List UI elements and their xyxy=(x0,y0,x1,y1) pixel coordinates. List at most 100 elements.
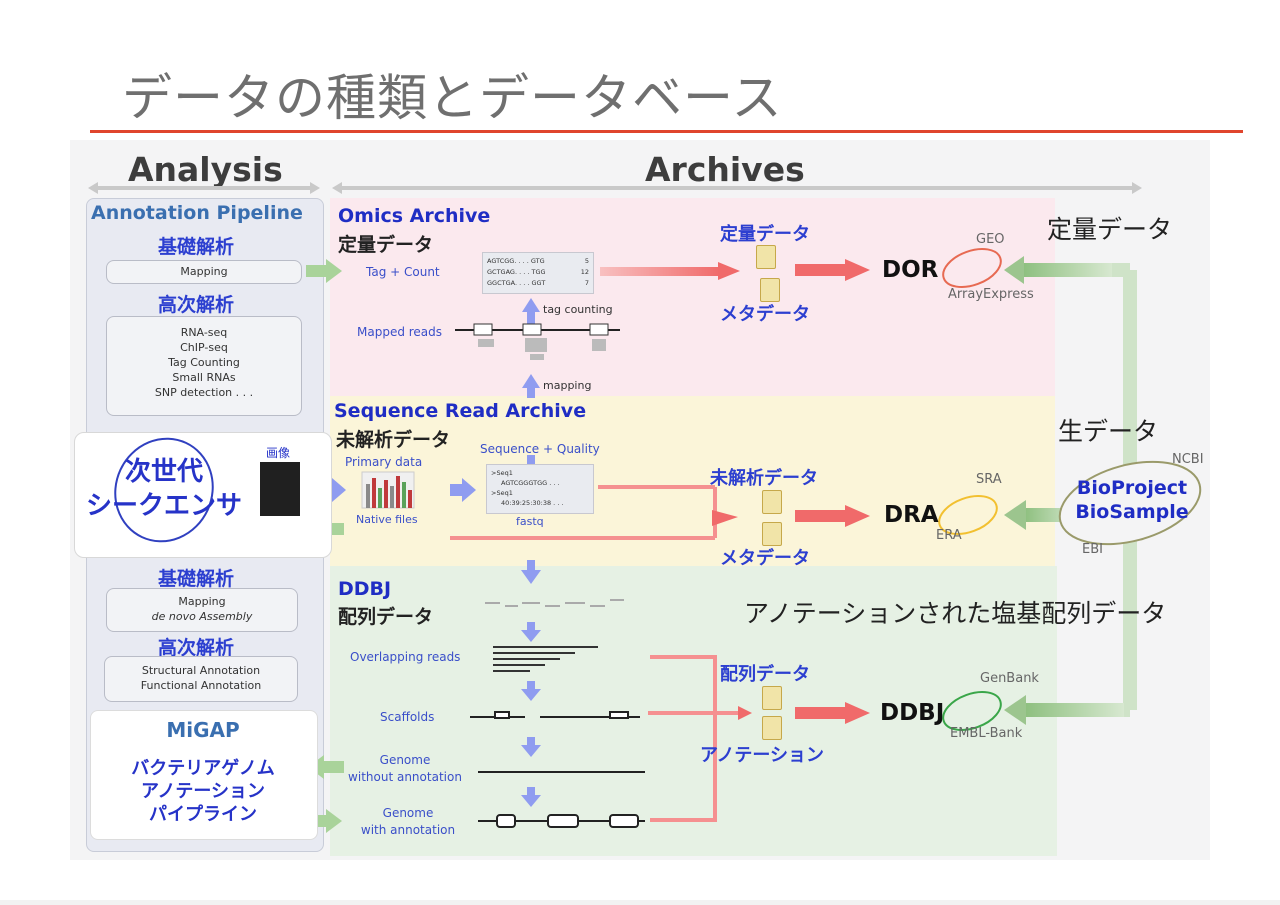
advanced-item: ChIP-seq xyxy=(180,341,228,354)
archives-header-arrow xyxy=(332,182,1142,194)
ncbi-label: NCBI xyxy=(1172,452,1204,467)
footer-strip xyxy=(0,900,1280,905)
migap-title: MiGAP xyxy=(166,718,240,742)
fastq-label: fastq xyxy=(516,515,544,528)
document-stack-icon xyxy=(762,522,782,546)
overlapping-reads-label: Overlapping reads xyxy=(350,650,461,664)
quantitative-note: 定量データ xyxy=(1047,215,1173,244)
title-rule xyxy=(90,130,1243,133)
migap-line: アノテーション xyxy=(140,781,266,802)
document-stack-icon xyxy=(760,278,780,302)
basic-analysis-heading-2: 基礎解析 xyxy=(158,568,235,590)
tag-count-label: Tag + Count xyxy=(366,265,440,279)
ddbj-ring xyxy=(942,691,1002,731)
image-label: 画像 xyxy=(266,446,291,460)
omics-meta-label: メタデータ xyxy=(720,304,810,325)
advanced-analysis-heading: 高次解析 xyxy=(158,294,235,316)
genbank-label: GenBank xyxy=(980,671,1039,686)
ddbj-annotation-label: アノテーション xyxy=(700,745,825,766)
red-arrow-dra xyxy=(795,505,870,527)
ddbj-db-label: DDBJ xyxy=(880,700,945,726)
omics-subtitle: 定量データ xyxy=(338,234,434,256)
sra-title: Sequence Read Archive xyxy=(334,400,587,422)
pipeline-title: Annotation Pipeline xyxy=(91,202,303,224)
dor-ring xyxy=(942,248,1002,288)
basic-analysis-heading: 基礎解析 xyxy=(158,236,235,258)
annotated-sequence-note: アノテーションされた塩基配列データ xyxy=(744,599,1167,628)
sra-subtitle: 未解析データ xyxy=(336,429,451,451)
sra-db-label: SRA xyxy=(976,472,1002,487)
archives-header: Archives xyxy=(645,150,805,189)
geo-label: GEO xyxy=(976,232,1005,247)
omics-title: Omics Archive xyxy=(338,205,491,227)
genome-without-label: Genome without annotation xyxy=(345,752,465,786)
migap-box xyxy=(90,710,318,840)
red-arrowhead-sra xyxy=(712,510,738,526)
advanced-item: Small RNAs xyxy=(172,371,236,384)
genome-line: Genome xyxy=(382,806,434,820)
sequencer-image-icon xyxy=(260,462,300,516)
bioproject-ring xyxy=(1058,460,1202,546)
mapping-label: mapping xyxy=(543,379,592,392)
red-arrow-dor xyxy=(795,259,870,281)
genome-line: Genome xyxy=(379,753,431,767)
primary-data-graphic xyxy=(361,471,415,509)
mapping-box: Mapping xyxy=(106,260,302,284)
fastq-line: AGTCGGGTGG . . . xyxy=(501,479,560,487)
red-arrowhead-ddbj xyxy=(738,706,752,720)
mapped-reads-label: Mapped reads xyxy=(357,325,443,339)
annotation-box: Structural Annotation Functional Annotat… xyxy=(104,656,298,702)
advanced-item: RNA-seq xyxy=(180,326,228,339)
document-stack-icon xyxy=(762,490,782,514)
slide-title: データの種類とデータベース xyxy=(122,69,783,127)
fastq-line: >Seq1 xyxy=(491,489,513,497)
advanced-items-box: RNA-seq ChIP-seq Tag Counting Small RNAs… xyxy=(106,316,302,416)
primary-data-label: Primary data xyxy=(345,455,423,469)
fastq-line: 40:39:25:30:38 . . . xyxy=(501,499,564,507)
mapping-line: Mapping xyxy=(178,595,226,608)
omics-data-label: 定量データ xyxy=(720,224,810,245)
genome-with-graphic xyxy=(478,814,645,828)
omics-band xyxy=(330,198,1055,396)
green-arrow-ddbj xyxy=(1004,695,1124,725)
migap-line: パイプライン xyxy=(149,804,257,825)
sra-meta-label: メタデータ xyxy=(720,548,810,569)
era-label: ERA xyxy=(936,528,962,543)
ddbj-title: DDBJ xyxy=(338,578,392,600)
overlapping-reads-graphic xyxy=(493,646,598,672)
advanced-item: SNP detection . . . xyxy=(154,386,254,399)
genome-with-label: Genome with annotation xyxy=(350,805,466,839)
sequencer-swirl xyxy=(114,437,214,543)
red-arrow-ddbj xyxy=(795,702,870,724)
sra-data-label: 未解析データ xyxy=(710,468,818,489)
scaffolds-graphic xyxy=(470,711,640,719)
mapping-assembly-box: Mapping de novo Assembly xyxy=(106,588,298,632)
dra-label: DRA xyxy=(884,502,939,528)
migap-line: バクテリアゲノム xyxy=(131,758,275,779)
assembly-line: de novo Assembly xyxy=(151,610,253,623)
scaffolds-label: Scaffolds xyxy=(380,710,435,724)
analysis-header-arrow xyxy=(88,182,320,194)
embl-bank-label: EMBL-Bank xyxy=(950,726,1023,741)
document-stack-icon xyxy=(762,716,782,740)
genome-line: with annotation xyxy=(360,823,456,837)
ddbj-fragments xyxy=(485,599,624,607)
ddbj-data-label: 配列データ xyxy=(720,664,810,685)
seq-quality-label: Sequence + Quality xyxy=(480,442,600,456)
raw-data-note: 生データ xyxy=(1058,417,1159,446)
advanced-item: Tag Counting xyxy=(168,356,240,369)
sequencer-label: 次世代 シークエンサ xyxy=(85,457,242,521)
document-stack-icon xyxy=(756,245,776,269)
dor-label: DOR xyxy=(882,257,939,283)
arrayexpress-label: ArrayExpress xyxy=(948,287,1034,302)
document-stack-icon xyxy=(762,686,782,710)
green-arrow-dor xyxy=(1004,256,1112,284)
red-arrow-ddbj-bracket xyxy=(648,655,740,822)
advanced-analysis-heading-2: 高次解析 xyxy=(158,637,235,659)
fastq-box: >Seq1 AGTCGGGTGG . . . >Seq1 40:39:25:30… xyxy=(486,464,594,514)
dra-ring xyxy=(938,495,998,535)
